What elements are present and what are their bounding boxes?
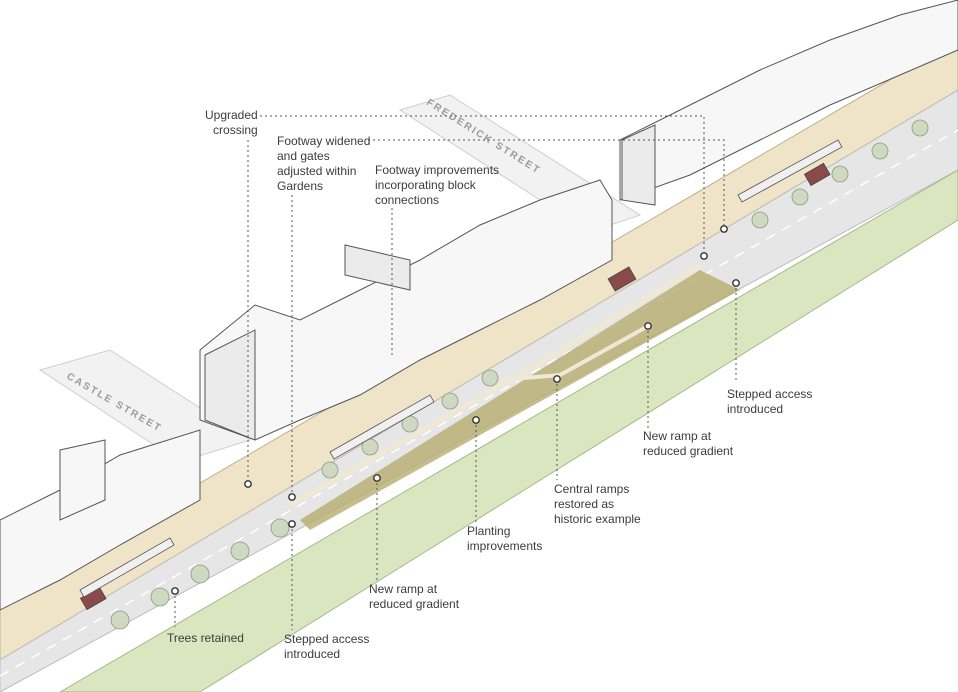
footway-widened-label: Footway widened and gates adjusted withi… bbox=[277, 134, 371, 193]
stepped-access-left-label: Stepped access introduced bbox=[284, 632, 370, 661]
marker-dots bbox=[171, 225, 740, 595]
tram bbox=[79, 139, 843, 598]
footway bbox=[0, 39, 958, 661]
footway-improvements-label: Footway improvements incorporating block… bbox=[375, 163, 500, 207]
leader-lines bbox=[174, 115, 737, 630]
upgraded-crossing-label: Upgraded crossing bbox=[205, 108, 258, 137]
new-ramp-right-label: New ramp at reduced gradient bbox=[643, 429, 734, 458]
ramp-path-lower bbox=[499, 323, 651, 382]
planting-improvements-label: Planting improvements bbox=[467, 524, 543, 553]
new-ramp-left-label: New ramp at reduced gradient bbox=[369, 582, 460, 611]
vehicles bbox=[79, 162, 831, 611]
tree-row bbox=[110, 119, 929, 630]
road bbox=[0, 89, 958, 692]
central-ramps-label: Central ramps restored as historic examp… bbox=[554, 482, 641, 526]
stepped-access-right-label: Stepped access introduced bbox=[727, 387, 813, 416]
central-ramp-path bbox=[288, 262, 702, 508]
trees-retained-label: Trees retained bbox=[167, 631, 244, 645]
buildings-right bbox=[619, 0, 958, 206]
buildings-left bbox=[0, 429, 201, 611]
buildings-middle bbox=[199, 179, 613, 441]
gardens bbox=[59, 169, 958, 692]
